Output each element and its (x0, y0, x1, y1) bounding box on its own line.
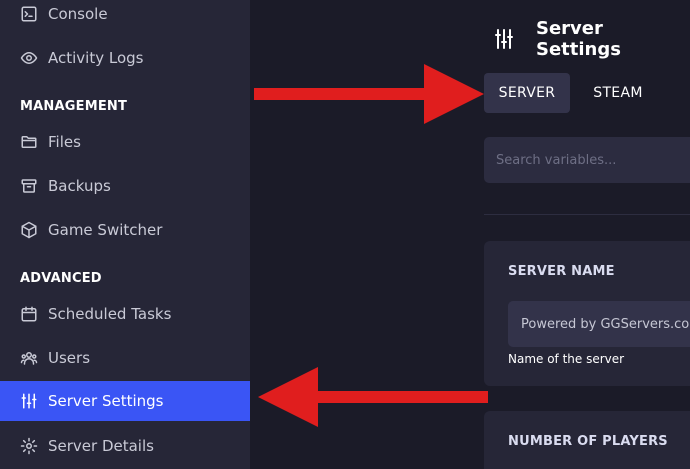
variable-card-server-name: SERVER NAME Name of the server (484, 241, 690, 386)
calendar-icon (20, 305, 38, 323)
sidebar-item-label: Backups (48, 177, 111, 195)
sliders-icon (494, 28, 514, 50)
sidebar-item-activity-logs[interactable]: Activity Logs (0, 38, 250, 78)
sliders-icon (20, 392, 38, 410)
sidebar-item-label: Console (48, 5, 108, 23)
server-name-input[interactable] (508, 301, 690, 347)
section-heading-advanced: ADVANCED (20, 271, 102, 286)
variable-label: SERVER NAME (508, 264, 615, 279)
terminal-icon (20, 5, 38, 23)
page-title: Server Settings (536, 18, 621, 60)
sidebar: Console Activity Logs MANAGEMENT Files (0, 0, 250, 469)
annotation-arrow-right-icon (254, 64, 484, 124)
eye-icon (20, 49, 38, 67)
archive-icon (20, 177, 38, 195)
variable-description: Name of the server (508, 352, 625, 366)
folder-icon (20, 133, 38, 151)
sidebar-item-game-switcher[interactable]: Game Switcher (0, 210, 250, 250)
tab-steam[interactable]: STEAM (593, 85, 643, 101)
cube-icon (20, 221, 38, 239)
gear-icon (20, 437, 38, 455)
sidebar-item-label: Game Switcher (48, 221, 163, 239)
page-header: Server Settings (494, 18, 690, 60)
sidebar-item-label: Users (48, 349, 91, 367)
divider (484, 214, 690, 215)
sidebar-item-scheduled-tasks[interactable]: Scheduled Tasks (0, 294, 250, 334)
sidebar-item-server-settings[interactable]: Server Settings (0, 381, 250, 421)
users-icon (20, 349, 38, 367)
sidebar-item-label: Files (48, 133, 81, 151)
variable-label: NUMBER OF PLAYERS (508, 434, 668, 449)
variable-card-number-of-players: NUMBER OF PLAYERS (484, 411, 690, 469)
sidebar-item-users[interactable]: Users (0, 338, 250, 378)
main-content (250, 0, 690, 469)
sidebar-item-console[interactable]: Console (0, 0, 250, 34)
sidebar-item-backups[interactable]: Backups (0, 166, 250, 206)
annotation-arrow-left-icon (258, 367, 488, 427)
sidebar-item-label: Server Details (48, 437, 154, 455)
sidebar-item-label: Scheduled Tasks (48, 305, 172, 323)
sidebar-item-label: Server Settings (48, 392, 164, 410)
sidebar-item-label: Activity Logs (48, 49, 144, 67)
sidebar-item-files[interactable]: Files (0, 122, 250, 162)
tab-server[interactable]: SERVER (484, 73, 570, 113)
search-input[interactable] (484, 137, 690, 183)
section-heading-management: MANAGEMENT (20, 99, 128, 114)
sidebar-item-server-details[interactable]: Server Details (0, 426, 250, 466)
